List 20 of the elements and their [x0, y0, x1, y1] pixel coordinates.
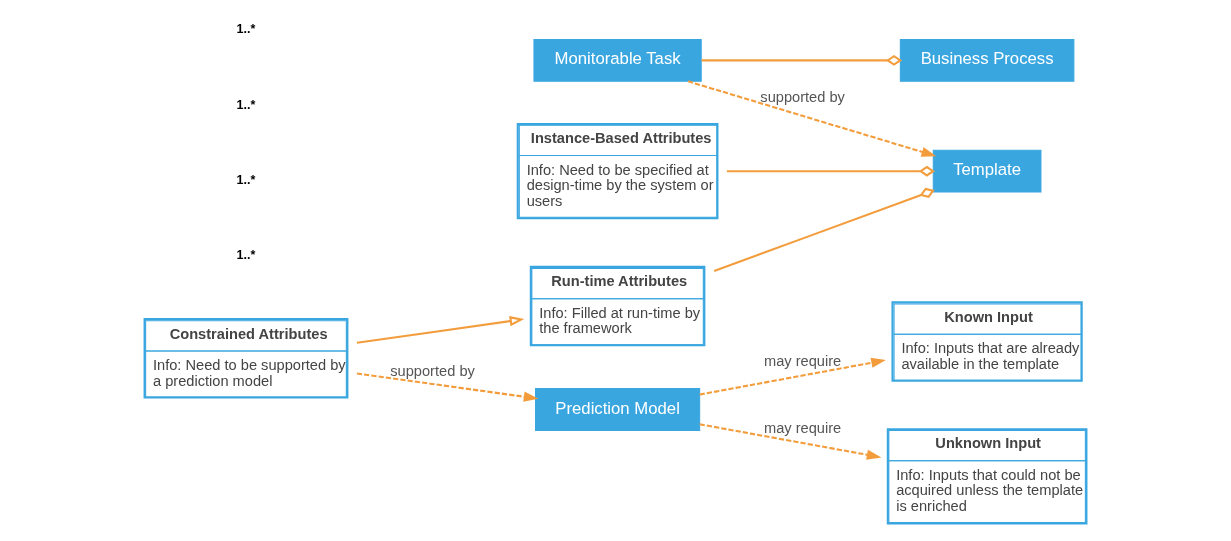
node-box: Business Process — [899, 38, 1075, 82]
arrow — [356, 316, 525, 344]
edge-label: supported by — [760, 89, 845, 106]
edge-label: supported by — [390, 363, 475, 380]
node-box: Prediction Model — [535, 388, 701, 431]
arrow — [699, 423, 882, 460]
label: 1..* — [236, 22, 256, 37]
arrow — [356, 372, 539, 402]
arrow — [687, 80, 937, 157]
connector — [726, 165, 936, 177]
label: 1..* — [236, 248, 256, 263]
edge-label: may require — [764, 352, 842, 369]
arrow — [699, 357, 886, 396]
edge-label: may require — [764, 419, 842, 436]
node-box: Template — [932, 149, 1042, 193]
label: 1..* — [236, 172, 256, 187]
connector — [713, 187, 935, 272]
label: 1..* — [236, 97, 256, 112]
node-box: Monitorable Task — [533, 38, 702, 82]
connector — [701, 54, 903, 66]
